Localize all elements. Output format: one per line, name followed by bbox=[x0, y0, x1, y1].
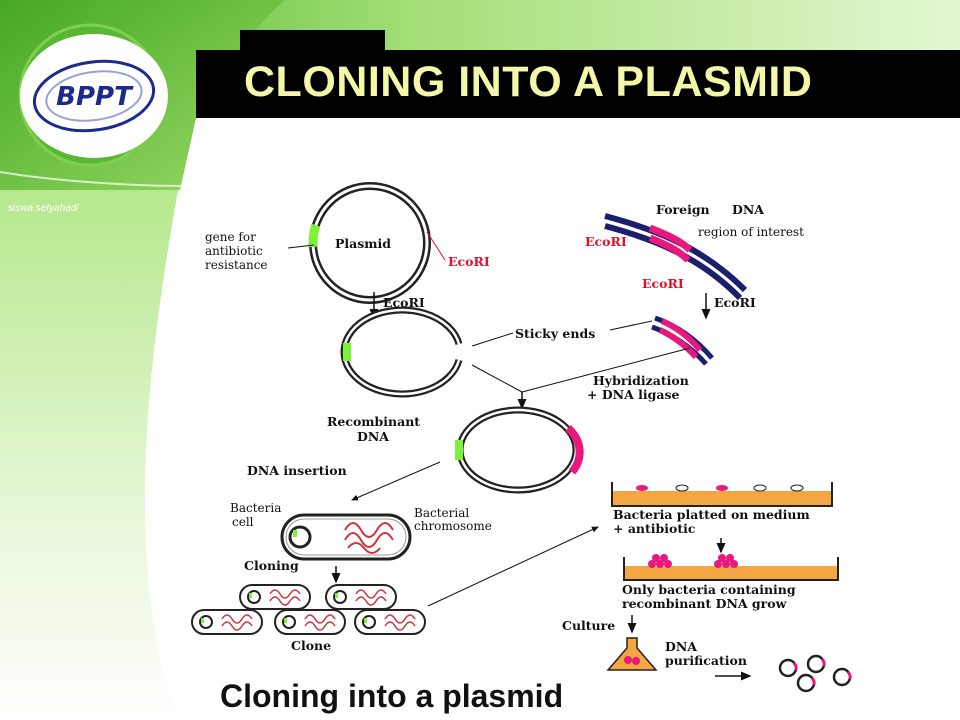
title-bar: CLONING INTO A PLASMID bbox=[196, 50, 960, 118]
clone-cell bbox=[325, 584, 397, 610]
clone-label: Clone bbox=[291, 638, 331, 653]
chromosome-label: Bacterial bbox=[414, 506, 469, 520]
recombinant-plasmid bbox=[455, 406, 584, 494]
grow-label-2: recombinant DNA grow bbox=[622, 596, 788, 611]
platted-label: Bacteria platted on medium bbox=[613, 507, 810, 522]
ecori-foreign-label-1: EcoRI bbox=[585, 234, 627, 249]
petri-dish-2 bbox=[623, 554, 839, 581]
culture-flask bbox=[606, 637, 658, 671]
petri-dish-1 bbox=[611, 482, 833, 507]
dna-purification-label: DNA bbox=[665, 639, 697, 654]
foreign-dna bbox=[604, 213, 748, 301]
clone-cell bbox=[191, 609, 263, 635]
arrow-to-dish bbox=[427, 526, 599, 607]
clone-cell bbox=[274, 609, 346, 635]
recombinant-dna-label: DNA bbox=[357, 429, 389, 444]
slide-title: CLONING INTO A PLASMID bbox=[244, 58, 813, 106]
bppt-logo: BPPT bbox=[20, 34, 168, 158]
gene-pointer bbox=[287, 244, 315, 249]
arrow-insertion bbox=[351, 461, 441, 501]
clone-cells bbox=[191, 584, 426, 635]
recombinant-label: Recombinant bbox=[327, 414, 420, 429]
sticky-pointer-right bbox=[609, 320, 653, 331]
bacteria-cell bbox=[280, 513, 412, 561]
ligase-label: + DNA ligase bbox=[587, 387, 680, 402]
dna-purification-label-2: purification bbox=[665, 653, 747, 668]
foreign-label: Foreign bbox=[656, 202, 710, 217]
region-label: region of interest bbox=[698, 225, 804, 239]
bacteria-cell-label-2: cell bbox=[232, 515, 254, 529]
purified-plasmid bbox=[806, 654, 826, 674]
culture-label: Culture bbox=[562, 618, 615, 633]
gene-label: gene for bbox=[205, 230, 256, 244]
purified-plasmid bbox=[778, 658, 798, 678]
diagram-caption: Cloning into a plasmid bbox=[220, 678, 564, 714]
clone-cell bbox=[239, 584, 311, 610]
sticky-pointer-left bbox=[471, 332, 514, 347]
converge-line-right bbox=[521, 347, 691, 393]
hybridization-label: Hybridization bbox=[593, 373, 689, 388]
bacteria-cell-label: Bacteria bbox=[230, 501, 281, 515]
antibiotic-label: + antibiotic bbox=[613, 521, 696, 536]
gene-label-3: resistance bbox=[205, 258, 268, 272]
ecori-plasmid-label: EcoRI bbox=[448, 254, 490, 269]
ecori-foreign-step-label: EcoRI bbox=[714, 295, 756, 310]
cut-plasmid bbox=[340, 306, 463, 398]
ecori-pointer bbox=[426, 231, 446, 261]
dna-fragment bbox=[651, 315, 714, 366]
chromosome-label-2: chromosome bbox=[414, 519, 492, 533]
logo-text: BPPT bbox=[56, 82, 134, 112]
sticky-ends-label: Sticky ends bbox=[515, 326, 595, 341]
plasmid-circle bbox=[308, 181, 432, 305]
cloning-label: Cloning bbox=[244, 558, 299, 573]
gene-label-2: antibiotic bbox=[205, 244, 263, 258]
clone-cell bbox=[354, 609, 426, 635]
purified-plasmids bbox=[778, 654, 852, 693]
author-label: siswa setyahadi bbox=[8, 203, 79, 214]
grow-label: Only bacteria containing bbox=[622, 582, 796, 597]
converge-line-left bbox=[471, 364, 523, 393]
purified-plasmid bbox=[832, 667, 852, 687]
dna-insertion-label: DNA insertion bbox=[247, 463, 347, 478]
purified-plasmid bbox=[796, 673, 816, 693]
plasmid-label: Plasmid bbox=[335, 236, 391, 251]
ecori-step-label: EcoRI bbox=[383, 295, 425, 310]
foreign-dna-label: DNA bbox=[732, 202, 764, 217]
ecori-foreign-label-2: EcoRI bbox=[642, 276, 684, 291]
